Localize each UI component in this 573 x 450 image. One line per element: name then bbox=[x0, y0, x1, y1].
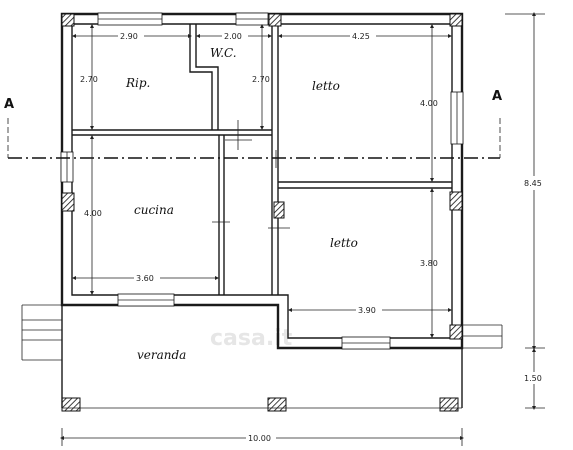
section-mark-right: A bbox=[492, 89, 502, 104]
dim-total-height: 8.45 bbox=[524, 179, 542, 188]
dim-wc-height: 2.70 bbox=[252, 75, 270, 84]
room-label-veranda: veranda bbox=[137, 348, 186, 362]
dim-cucina-width: 3.60 bbox=[136, 274, 154, 283]
dim-rip-width: 2.90 bbox=[120, 32, 138, 41]
dim-letto-top-height: 4.00 bbox=[420, 99, 438, 108]
room-label-wc: W.C. bbox=[210, 46, 237, 60]
windows bbox=[60, 12, 464, 350]
veranda-outline bbox=[21, 304, 503, 409]
dim-cucina-height: 4.00 bbox=[84, 209, 102, 218]
dim-letto-top-width: 4.25 bbox=[352, 32, 370, 41]
dim-wc-width: 2.00 bbox=[224, 32, 242, 41]
interior-walls bbox=[72, 24, 452, 295]
door-marks bbox=[212, 120, 290, 229]
dim-letto-bottom-height: 3.80 bbox=[420, 259, 438, 268]
room-label-letto-bottom: letto bbox=[330, 236, 358, 250]
dim-rip-height: 2.70 bbox=[80, 75, 98, 84]
room-label-ripostiglio: Rip. bbox=[125, 76, 150, 90]
dim-letto-bottom-width: 3.90 bbox=[358, 306, 376, 315]
dim-veranda-depth: 1.50 bbox=[524, 374, 542, 383]
dimension-labels: 2.90 2.00 4.25 2.70 2.70 4.00 4.00 3.60 … bbox=[80, 31, 546, 443]
dim-total-width: 10.00 bbox=[248, 434, 271, 443]
section-mark-left: A bbox=[4, 97, 14, 112]
room-label-cucina: cucina bbox=[134, 203, 174, 217]
room-label-letto-top: letto bbox=[312, 79, 340, 93]
room-labels: Rip. W.C. letto cucina letto veranda bbox=[125, 46, 358, 362]
